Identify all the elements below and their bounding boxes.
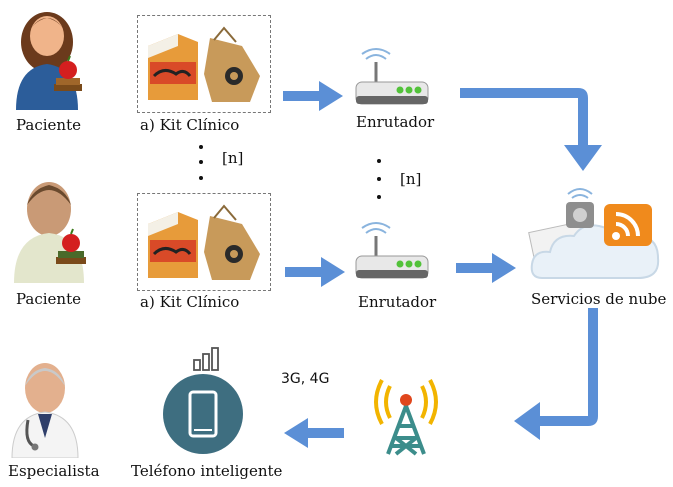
- router-2: [352, 220, 432, 286]
- arrow-cloud-to-tower: [514, 308, 598, 440]
- arrow-router-to-cloud-2: [456, 253, 516, 283]
- cloud-services: [528, 186, 668, 286]
- router-icon: [355, 48, 429, 105]
- ellipsis-dots-kit: [199, 145, 205, 185]
- smartphone-icon: [163, 347, 243, 454]
- arrow-router-to-cloud: [460, 88, 602, 171]
- arrow-kit-to-router-2: [285, 257, 345, 287]
- clinical-kit-box-2: [137, 193, 271, 291]
- router-1: [352, 46, 432, 112]
- specialist-avatar: [10, 358, 80, 458]
- cloud-services-label: Servicios de nube: [531, 290, 667, 308]
- router-icon: [355, 222, 429, 279]
- cell-tower: [368, 368, 444, 456]
- patient-avatar-1: [8, 2, 86, 110]
- patient-avatar-2: [8, 175, 90, 283]
- ellipsis-dots-router: [377, 159, 383, 203]
- arrow-kit-to-router-1: [283, 81, 343, 111]
- clinical-kit-icon: [148, 204, 260, 280]
- tower-icon: [374, 379, 438, 456]
- doctor-icon: [11, 363, 79, 458]
- patient-label-2: Paciente: [16, 290, 82, 308]
- repeat-marker-kit: [n]: [222, 149, 244, 167]
- smartphone: [160, 346, 246, 454]
- clinical-kit-box-1: [137, 15, 271, 113]
- patient-female-icon: [16, 12, 82, 110]
- specialist-label: Especialista: [8, 462, 100, 480]
- clinical-kit-label-2: a) Kit Clínico: [140, 293, 240, 311]
- patient-male-icon: [14, 182, 86, 283]
- smartphone-label: Teléfono inteligente: [131, 462, 283, 480]
- router-label-2: Enrutador: [358, 293, 437, 311]
- network-label: 3G, 4G: [281, 371, 330, 387]
- cloud-icon: [528, 188, 660, 279]
- patient-label-1: Paciente: [16, 116, 82, 134]
- arrow-tower-to-phone: [284, 418, 344, 448]
- repeat-marker-router: [n]: [400, 170, 422, 188]
- clinical-kit-label-1: a) Kit Clínico: [140, 116, 240, 134]
- clinical-kit-icon: [148, 26, 260, 102]
- router-label-1: Enrutador: [356, 113, 435, 131]
